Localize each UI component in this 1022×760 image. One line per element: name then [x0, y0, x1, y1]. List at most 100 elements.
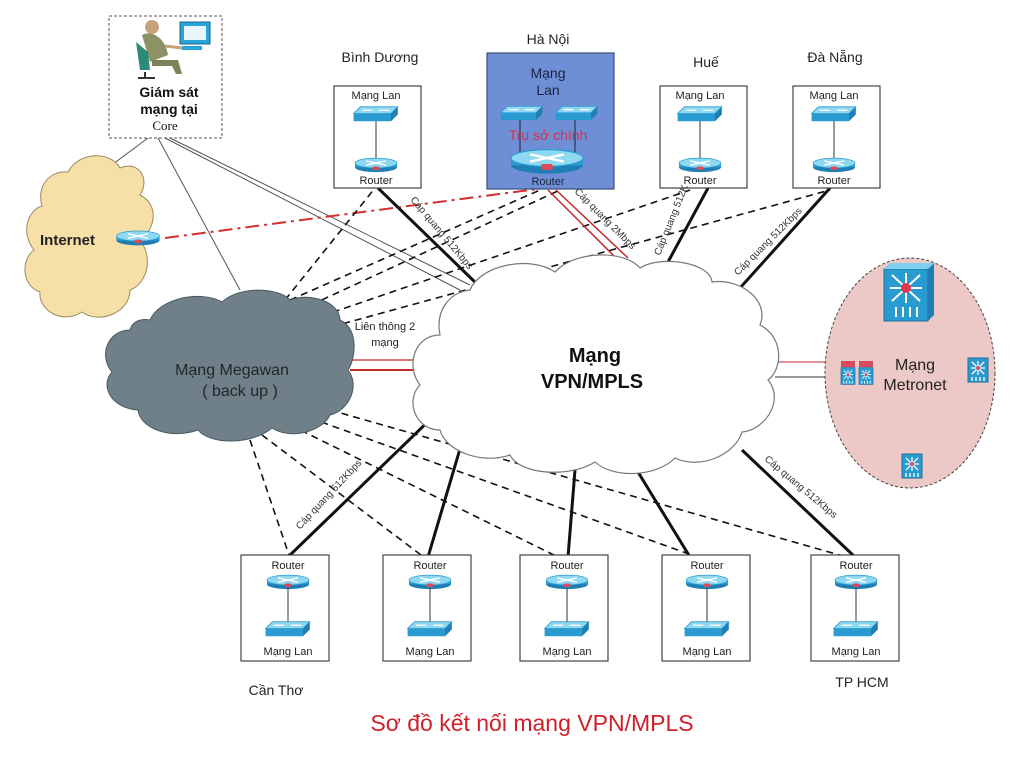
- lan-label: Mạng Lan: [832, 646, 881, 658]
- router-label: Router: [817, 175, 850, 187]
- site-bottom-2: Router Mạng Lan: [382, 554, 472, 662]
- site-city-label: Bình Dương: [342, 49, 419, 65]
- vpn-label-2: VPN/MPLS: [541, 371, 643, 393]
- hq-lan-label-1: Mạng: [530, 65, 565, 81]
- site-danang: Đà Nẵng Mạng Lan Router: [792, 49, 881, 189]
- hq-caption: Trụ sở chính: [509, 127, 588, 143]
- monitor-label-2: mạng tại: [140, 101, 198, 117]
- link-bottom4-vpn: [636, 471, 692, 558]
- site-hue: Huế Mạng Lan Router: [659, 54, 748, 189]
- router-icon: [812, 157, 856, 173]
- switch-icon: [676, 106, 723, 122]
- metronet-access-switch-cap-1: [841, 361, 855, 367]
- site-hcm: Router Mạng Lan TP HCM: [810, 554, 900, 690]
- vpn-label-1: Mạng: [569, 345, 621, 367]
- site-cantho: Router Mạng Lan Cần Thơ: [240, 554, 330, 698]
- lan-label: Mạng Lan: [683, 646, 732, 658]
- backup-link-bottom-4: [309, 417, 701, 559]
- lan-label: Mạng Lan: [264, 646, 313, 658]
- backup-link-bottom-1: [249, 439, 291, 559]
- interconnect-label-2: mạng: [371, 337, 399, 349]
- backup-link-hanoi-1: [289, 189, 541, 301]
- backup-link-bottom-2: [261, 434, 426, 559]
- megawan-cloud: Mạng Megawan ( back up ): [105, 289, 355, 442]
- backup-link-hue: [309, 189, 691, 321]
- hq-lan-label-2: Lan: [536, 82, 559, 98]
- switch-icon: [832, 621, 879, 637]
- link-cantho-vpn: [286, 408, 442, 559]
- monitor-link-vpn-2: [169, 137, 471, 286]
- metronet-access-switch-cap-2: [859, 361, 873, 367]
- switch-icon: [810, 106, 857, 122]
- router-label: Router: [839, 560, 872, 572]
- router-label: Router: [550, 560, 583, 572]
- link-bottom2-vpn: [426, 431, 467, 558]
- router-label: Router: [271, 560, 304, 572]
- router-label: Router: [531, 176, 564, 188]
- lan-label: Mạng Lan: [676, 90, 725, 102]
- monitoring-station: Giám sát mạng tại Core: [108, 15, 223, 139]
- cable-label-hanoi: Cáp quang 2Mbps: [572, 186, 638, 252]
- switch-icon: [264, 621, 311, 637]
- site-binhduong: Bình Dương Mạng Lan Router: [333, 49, 422, 189]
- link-bottom3-vpn: [566, 469, 577, 558]
- lan-label: Mạng Lan: [543, 646, 592, 658]
- backup-link-bottom-3: [289, 424, 561, 559]
- router-icon: [545, 574, 589, 590]
- router-icon: [685, 574, 729, 590]
- megawan-label-1: Mạng Megawan: [175, 362, 289, 379]
- lan-label: Mạng Lan: [810, 90, 859, 102]
- router-label: Router: [413, 560, 446, 572]
- metronet-edge-switch-icon-bottom: [901, 453, 923, 479]
- metronet-label-2: Metronet: [883, 377, 947, 394]
- router-icon: [509, 148, 585, 175]
- site-city-label: Cần Thơ: [249, 682, 304, 698]
- cable-label-hue: Cáp quang 512K: [653, 183, 691, 257]
- metronet-access-switch-icon-1: [840, 367, 856, 385]
- site-city-label: Huế: [693, 54, 719, 70]
- megawan-label-2: ( back up ): [202, 383, 278, 400]
- metronet-area: Mạng Metronet: [824, 257, 996, 489]
- site-bottom-3: Router Mạng Lan: [519, 554, 609, 662]
- switch-icon-1: [500, 105, 544, 121]
- vpn-mpls-cloud: Mạng VPN/MPLS: [412, 254, 780, 475]
- monitor-label-1: Giám sát: [139, 84, 198, 100]
- site-hanoi-hq: Hà Nội Mạng Lan Trụ sở chính Router: [486, 31, 615, 190]
- operator-at-computer-icon: [136, 20, 211, 79]
- router-icon: [678, 157, 722, 173]
- diagram-title: Sơ đồ kết nối mạng VPN/MPLS: [370, 710, 693, 736]
- router-icon: [354, 157, 398, 173]
- monitor-label-3: Core: [152, 118, 178, 133]
- router-label: Router: [690, 560, 723, 572]
- site-city-label: Đà Nẵng: [807, 49, 862, 65]
- cable-label-danang: Cáp quang 512Kbps: [732, 206, 804, 278]
- router-icon: [408, 574, 452, 590]
- switch-icon: [683, 621, 730, 637]
- router-icon: [834, 574, 878, 590]
- interconnect-label-1: Liên thông 2: [355, 321, 416, 333]
- link-hanoi-vpn-b: [555, 189, 629, 259]
- cable-label-hcm: Cáp quang 512Kbps: [762, 454, 839, 521]
- site-bottom-4: Router Mạng Lan: [661, 554, 751, 662]
- metronet-edge-switch-icon-right: [967, 357, 989, 383]
- backup-link-binhduong: [284, 187, 376, 301]
- metronet-core-switch-icon: [883, 263, 934, 322]
- monitor-link-megawan: [157, 137, 241, 291]
- link-binhduong-vpn: [376, 186, 480, 287]
- switch-icon-2: [555, 105, 599, 121]
- internet-cloud: Internet: [24, 155, 154, 318]
- link-hanoi-vpn-a: [547, 189, 619, 261]
- link-hue-vpn: [666, 187, 710, 263]
- site-city-label: Hà Nội: [527, 31, 570, 47]
- switch-icon: [406, 621, 453, 637]
- lan-label: Mạng Lan: [406, 646, 455, 658]
- internet-label: Internet: [40, 232, 95, 249]
- switch-icon: [543, 621, 590, 637]
- link-hcm-vpn: [740, 448, 857, 559]
- backup-link-bottom-5: [329, 409, 851, 559]
- router-icon: [266, 574, 310, 590]
- lan-label: Mạng Lan: [352, 90, 401, 102]
- router-label: Router: [359, 175, 392, 187]
- router-label: Router: [683, 175, 716, 187]
